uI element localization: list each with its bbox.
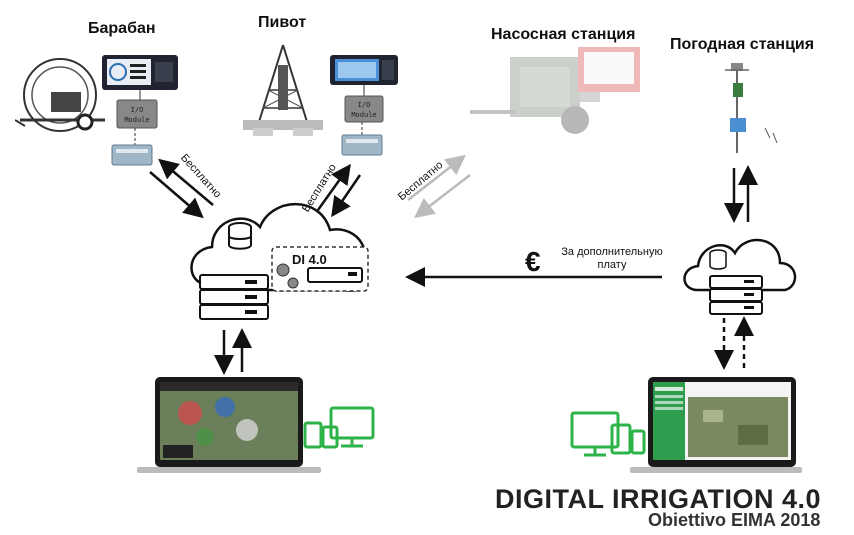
pivot-arrow-up [316, 163, 351, 211]
pivot-tower-icon [243, 44, 323, 136]
weather-server-stack-icon [709, 275, 763, 315]
weather-title: Погодная станция [670, 36, 815, 53]
drum-io-line1: I/O [131, 106, 144, 114]
di40-box: DI 4.0 [271, 246, 369, 292]
drum-reel-icon [15, 58, 105, 132]
brand-title: DIGITAL IRRIGATION 4.0 [495, 484, 822, 514]
left-laptop [137, 377, 375, 473]
pivot-controller-icon [330, 55, 398, 85]
pivot-io-module: I/O Module [344, 95, 384, 123]
database-icon [228, 222, 252, 250]
drum-io-module: I/O Module [116, 99, 158, 129]
pivot-title: Пивот [258, 14, 307, 31]
right-laptop [570, 377, 802, 473]
drum-arrow-down [149, 171, 204, 219]
weather-station-icon [725, 63, 778, 153]
brand-subtitle: Obiettivo EIMA 2018 [648, 510, 821, 530]
extra-charge-note: За дополнительную плату [561, 246, 663, 271]
server-stack-icon [199, 274, 269, 320]
pivot-device-group: I/O Module [243, 44, 398, 156]
pump-station-icon [470, 47, 640, 134]
pivot-arrow-down [331, 174, 362, 218]
devices-icon-right [570, 411, 646, 457]
weather-database-icon [709, 249, 727, 270]
pump-arrow-up [407, 154, 466, 201]
drum-io-line2: Module [124, 116, 149, 124]
di40-badge: DI 4.0 [292, 252, 327, 267]
euro-icon: € [525, 246, 541, 277]
pump-arrow-down [414, 174, 471, 219]
drum-device-group: I/O Module [15, 55, 178, 166]
pivot-io-line1: I/O [358, 101, 371, 109]
weather-cloud [683, 238, 797, 315]
drum-controller-icon [102, 55, 178, 90]
drum-modem-icon [111, 144, 153, 166]
pivot-modem-icon [341, 134, 383, 156]
drum-arrow-up [158, 158, 214, 206]
main-cloud: DI 4.0 [190, 203, 369, 320]
pump-title: Насосная станция [491, 26, 636, 43]
drum-title: Барабан [88, 20, 156, 37]
pivot-io-line2: Module [351, 111, 376, 119]
devices-icon-left [303, 406, 375, 449]
